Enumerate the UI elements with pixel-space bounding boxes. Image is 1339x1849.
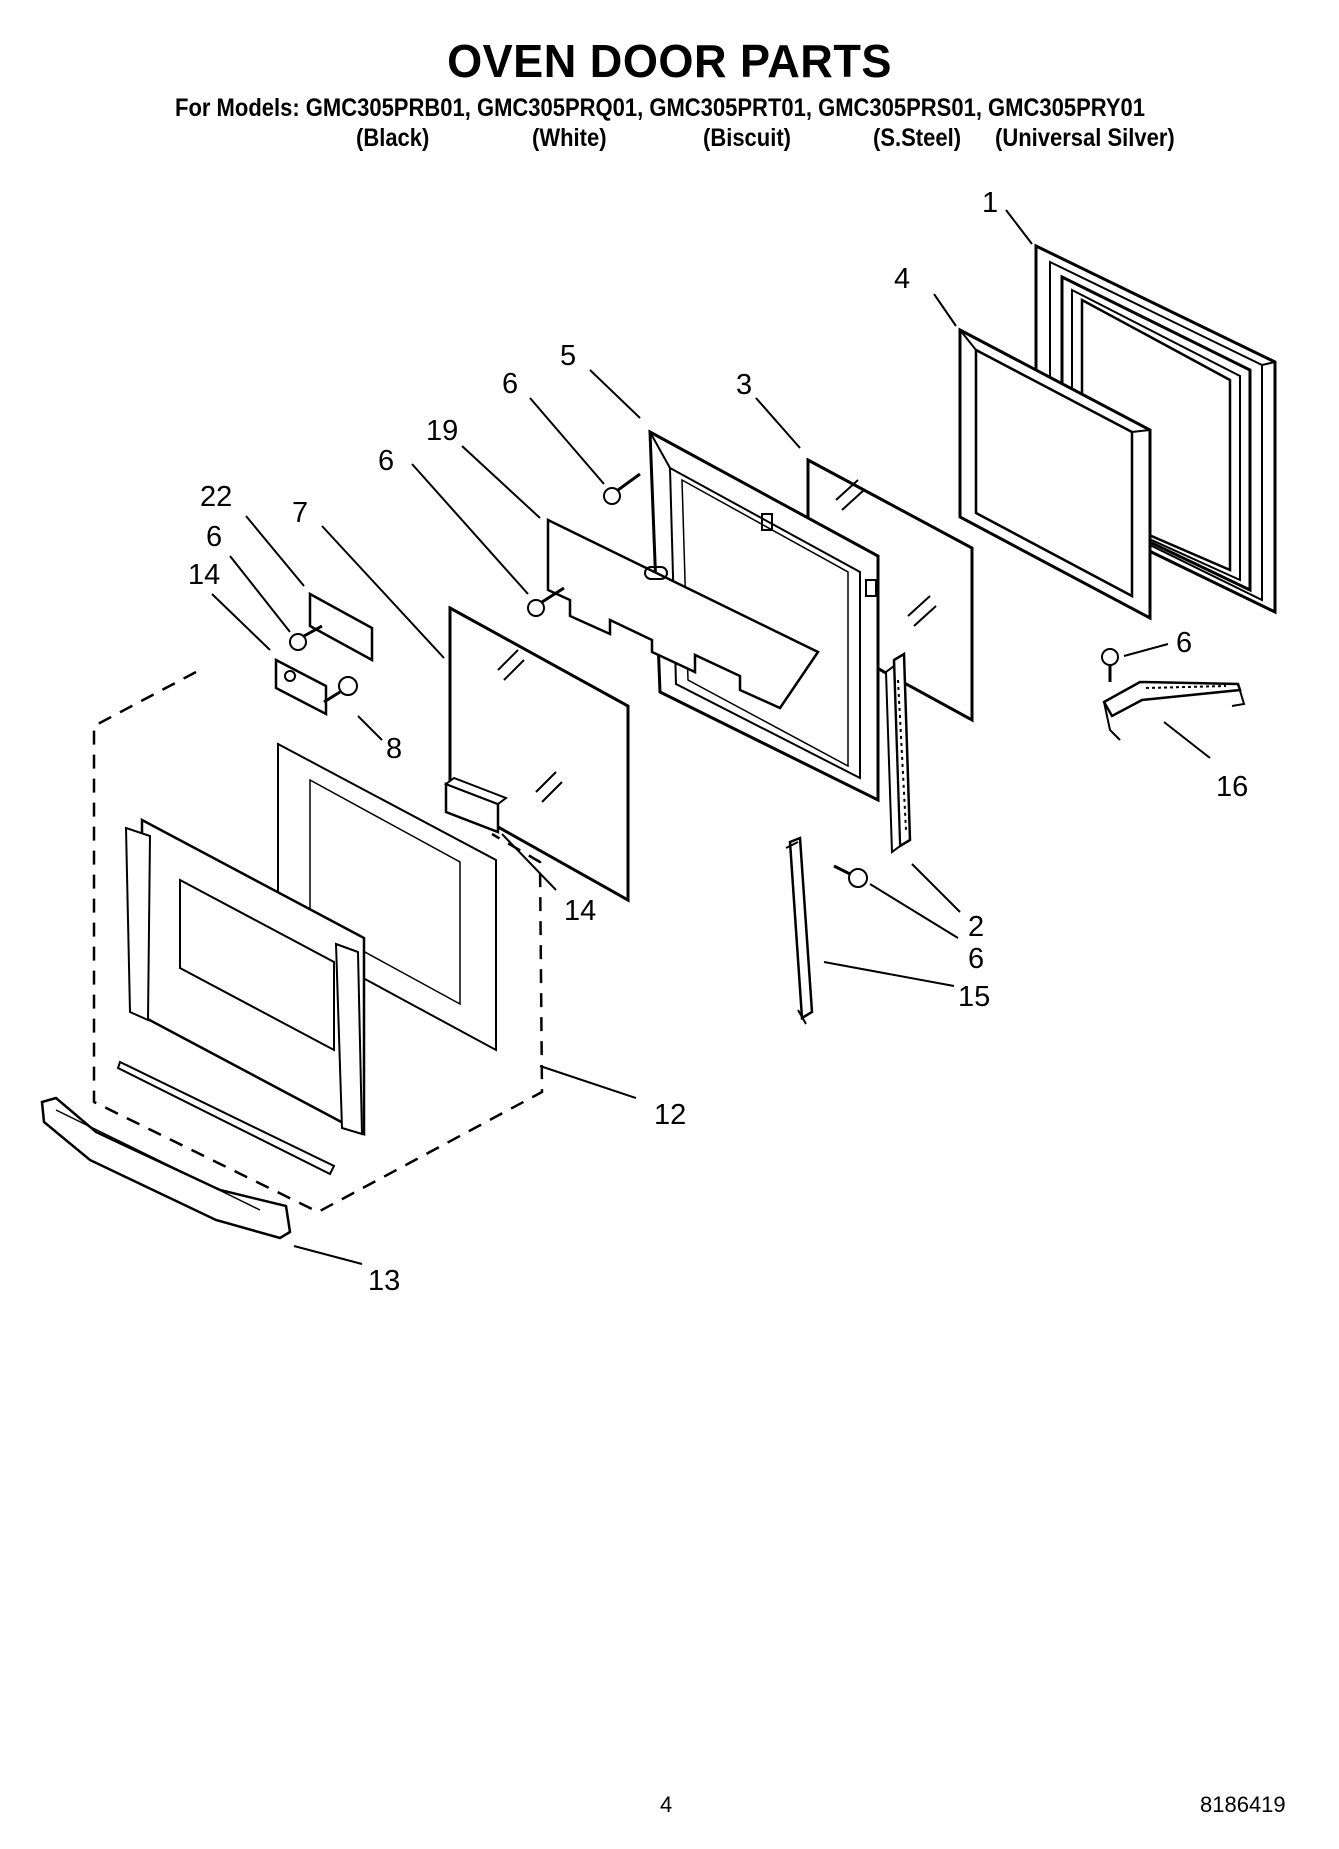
screw-part-8	[323, 676, 358, 704]
leader-lines	[211, 209, 1211, 1265]
page-title: OVEN DOOR PARTS	[447, 35, 892, 87]
part-14-spacer-lower	[443, 776, 509, 834]
finish-label-black: (Black)	[356, 124, 430, 152]
part-2-strip	[884, 651, 912, 854]
screw-part-6-c	[289, 624, 323, 651]
finish-label-universal-silver: (Universal Silver)	[995, 124, 1175, 152]
callout-6-b: 6	[378, 445, 394, 477]
callout-8: 8	[386, 733, 402, 765]
document-number: 8186419	[1200, 1792, 1286, 1817]
callout-5: 5	[560, 340, 576, 372]
callout-6-a: 6	[502, 368, 518, 400]
callout-19: 19	[426, 415, 458, 447]
screw-part-6-d	[1101, 648, 1119, 682]
callout-16: 16	[1216, 771, 1248, 803]
part-19-heat-shield	[546, 517, 820, 710]
part-4-gasket	[958, 327, 1152, 621]
part-7-glass	[448, 605, 630, 903]
screw-part-6-e	[833, 864, 868, 888]
callout-6-d: 6	[1176, 627, 1192, 659]
finish-label-white: (White)	[532, 124, 607, 152]
callout-14-a: 14	[188, 559, 220, 591]
models-line: For Models: GMC305PRB01, GMC305PRQ01, GM…	[175, 94, 1145, 122]
finish-label-ssteel: (S.Steel)	[873, 124, 962, 152]
page-number: 4	[660, 1792, 673, 1817]
part-14-spacer-upper	[274, 657, 328, 717]
callout-1: 1	[982, 187, 998, 219]
part-12-outer-door-assembly	[92, 670, 544, 1214]
callout-6-e: 6	[968, 943, 984, 975]
callout-2: 2	[968, 911, 984, 943]
finish-label-biscuit: (Biscuit)	[703, 124, 791, 152]
callout-3: 3	[736, 369, 752, 401]
screw-part-6-a	[603, 472, 641, 505]
callout-4: 4	[894, 263, 910, 295]
part-13-handle	[40, 1096, 292, 1240]
callout-13: 13	[368, 1265, 400, 1297]
callout-22: 22	[200, 481, 232, 513]
callout-15: 15	[958, 981, 990, 1013]
screw-part-6-b	[527, 586, 565, 617]
part-22-bracket	[308, 591, 374, 663]
callout-12: 12	[654, 1099, 686, 1131]
callout-14-b: 14	[564, 895, 596, 927]
callout-7: 7	[292, 497, 308, 529]
callout-6-c: 6	[206, 521, 222, 553]
part-16-hinge-bracket	[1102, 680, 1246, 741]
part-15-hinge	[785, 836, 814, 1025]
